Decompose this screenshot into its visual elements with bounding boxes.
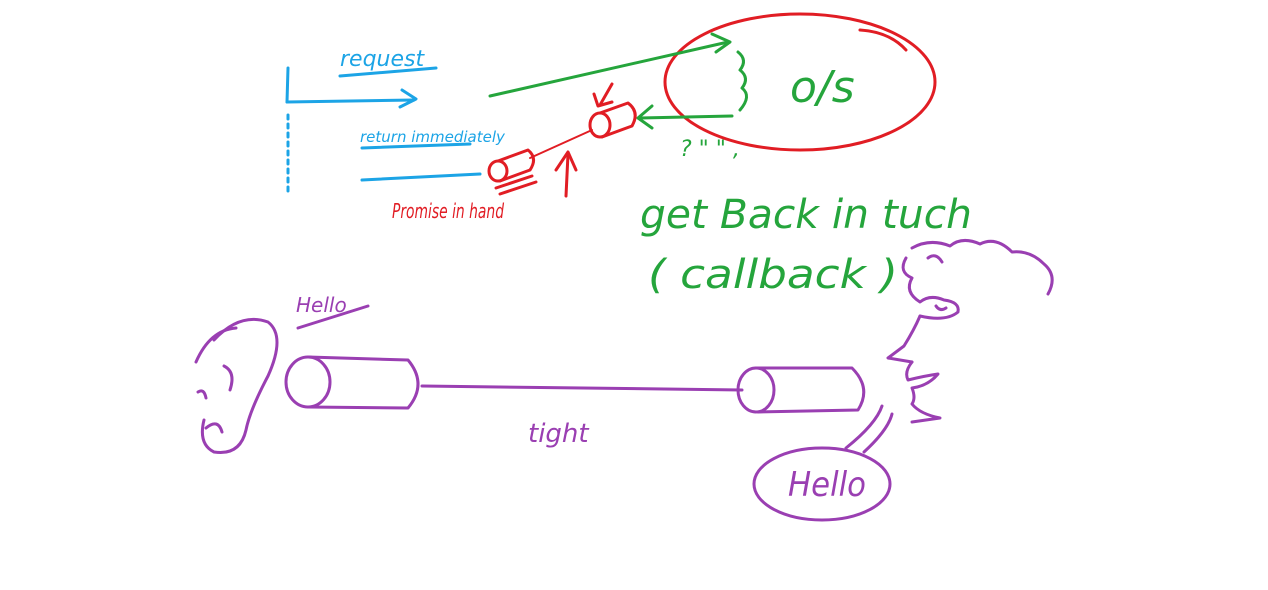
callback-group: [488, 32, 748, 130]
get-back-in-touch-label: get Back in tuch: [640, 192, 972, 238]
promise-arrow-down-head: [592, 92, 614, 108]
from-os-arrow: [638, 114, 734, 120]
telephone-string: [420, 384, 744, 392]
promise-string: [529, 129, 593, 159]
ear-icon: [194, 317, 279, 455]
promise-hand-line-1: [494, 174, 534, 190]
to-os-arrow: [488, 40, 730, 98]
request-flow-group: [285, 66, 482, 197]
promise-arrow-up: [564, 152, 570, 198]
promise-arrow-down: [598, 82, 614, 107]
return-underline-2: [360, 172, 482, 182]
question-mark-label: ? " " ,: [680, 137, 740, 162]
callback-label: ( callback ): [648, 252, 898, 298]
request-arrow: [285, 98, 416, 104]
os-label: o/s: [790, 62, 855, 113]
promise-hand-line-2: [498, 180, 538, 196]
promise-cylinder-right-end: [588, 111, 612, 139]
promise-group: [487, 82, 637, 198]
question-mark-text: ? " " ,: [680, 137, 740, 162]
request-underline: [338, 66, 438, 78]
os-squiggle: [736, 50, 748, 112]
cylinder-icon-right: [736, 366, 866, 414]
speech-bubble-tail-2: [862, 412, 894, 454]
return-immediately-text: return immediately: [360, 128, 506, 146]
promise-cylinder-left-body: [496, 148, 535, 183]
from-os-arrow-head: [636, 104, 654, 130]
timeline-vertical-line: [285, 66, 290, 104]
return-underline: [360, 142, 472, 150]
request-label: request: [340, 47, 425, 72]
speech-bubble: [752, 446, 892, 522]
request-arrow-head: [398, 88, 418, 109]
to-os-arrow-head: [710, 32, 732, 54]
promise-arrow-up-head: [554, 150, 578, 172]
os-group: [663, 12, 937, 152]
os-circle: [663, 12, 937, 152]
hello-bubble-label: Hello: [788, 465, 866, 505]
speech-bubble-tail-1: [844, 404, 884, 450]
cylinder-icon-left: [284, 355, 420, 410]
os-circle-tail: [858, 28, 908, 52]
face-profile-icon: [886, 239, 1054, 424]
promise-label: Promise in hand: [392, 199, 504, 223]
promise-cylinder-right-body: [598, 101, 637, 139]
tight-label: tight: [528, 419, 589, 449]
hello-small-underline: [296, 304, 370, 330]
hello-small-label: Hello: [296, 293, 347, 317]
telephone-group: [194, 239, 1054, 522]
return-immediately-label: return immediately: [360, 128, 506, 146]
